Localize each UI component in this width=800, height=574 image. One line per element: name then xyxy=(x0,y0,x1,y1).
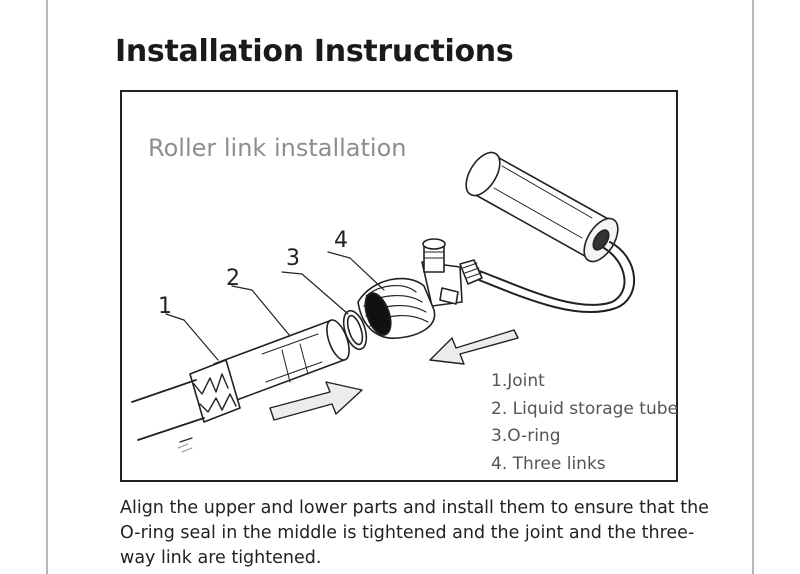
arrow-left-icon xyxy=(429,329,519,365)
joint-icon xyxy=(131,359,241,443)
parts-legend: 1.Joint 2. Liquid storage tube 3.O-ring … xyxy=(491,368,678,478)
right-border-line xyxy=(752,0,754,574)
callout-3: 3 xyxy=(286,246,300,271)
legend-item-three-links: 4. Three links xyxy=(491,453,606,474)
legend-item-joint: 1.Joint xyxy=(491,371,545,391)
callout-leaders xyxy=(165,251,385,361)
callout-2: 2 xyxy=(226,266,240,291)
page-title: Installation Instructions xyxy=(115,34,514,69)
roller-icon xyxy=(465,151,619,263)
callout-4: 4 xyxy=(334,228,348,253)
legend-item-liquid-storage-tube: 2. Liquid storage tube xyxy=(491,398,678,419)
left-border-line xyxy=(46,0,48,574)
nut-icon xyxy=(459,259,483,285)
installation-diagram: Roller link installation 1 2 3 4 1.Joint… xyxy=(120,90,678,482)
diagram-illustration xyxy=(131,151,636,453)
handle-rod-icon xyxy=(473,241,636,314)
legend-item-o-ring: 3.O-ring xyxy=(491,426,561,446)
diagram-heading: Roller link installation xyxy=(148,134,407,162)
three-way-link-icon xyxy=(421,238,463,307)
bellows-coupling-icon xyxy=(357,277,436,339)
arrow-right-icon xyxy=(269,381,363,421)
shadow-mark xyxy=(177,443,193,453)
callout-1: 1 xyxy=(158,294,172,319)
instruction-caption: Align the upper and lower parts and inst… xyxy=(120,498,709,568)
